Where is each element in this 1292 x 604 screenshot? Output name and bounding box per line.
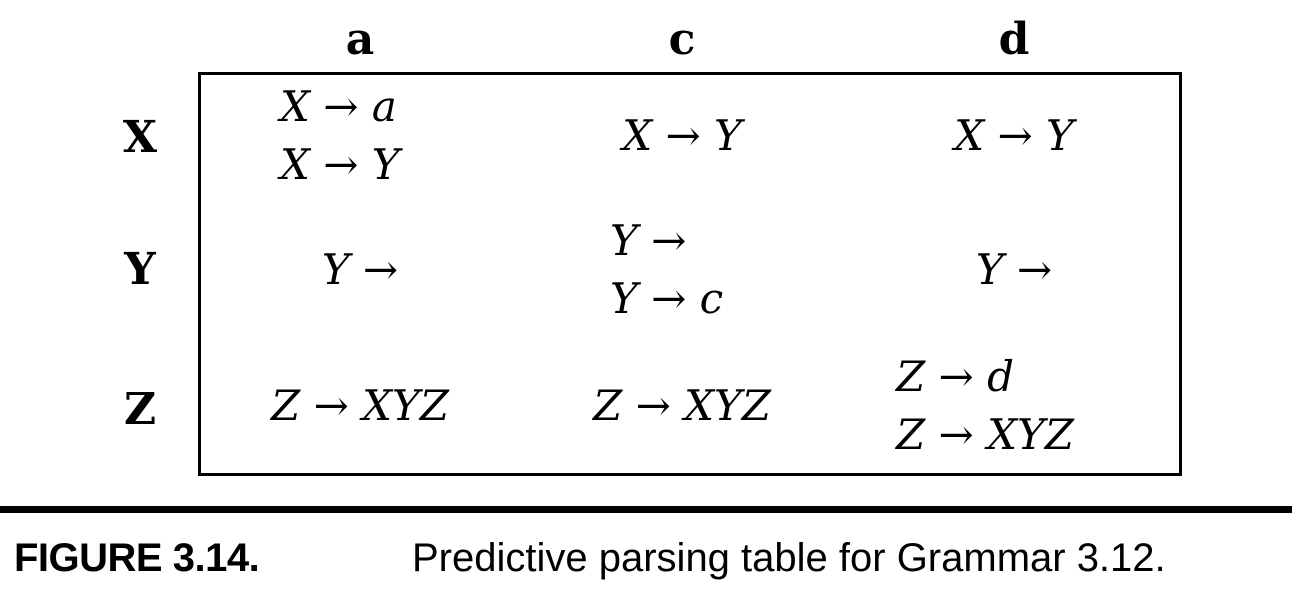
figure-caption: Predictive parsing table for Grammar 3.1… xyxy=(412,536,1166,580)
production-entry: X → Y xyxy=(622,111,742,160)
parsing-table-frame xyxy=(198,72,1182,476)
row-header-y: Y xyxy=(124,244,156,295)
table-cell-z-c: Z → XYZ xyxy=(542,346,822,466)
production-entry: Z → XYZ xyxy=(593,381,771,430)
column-header-a: a xyxy=(345,14,375,65)
production-entry: Y → c xyxy=(610,274,724,323)
table-cell-x-a: X → a X → Y xyxy=(280,78,400,194)
production-entry: Z → XYZ xyxy=(896,410,1074,459)
table-cell-z-a: Z → XYZ xyxy=(220,346,500,466)
production-entry: Z → XYZ xyxy=(271,381,449,430)
production-entry: Y → xyxy=(321,245,399,294)
production-entry: Z → d xyxy=(896,352,1014,401)
table-cell-x-d: X → Y xyxy=(892,78,1136,194)
table-cell-y-d: Y → xyxy=(892,210,1136,330)
production-entry: X → Y xyxy=(280,140,400,189)
column-header-d: d xyxy=(998,14,1030,65)
row-header-x: X xyxy=(122,112,158,163)
table-cell-x-c: X → Y xyxy=(560,78,804,194)
production-entry: X → Y xyxy=(954,111,1074,160)
column-header-c: c xyxy=(668,14,696,65)
table-cell-y-a: Y → xyxy=(240,210,480,330)
production-entry: Y → xyxy=(610,216,687,265)
production-entry: X → a xyxy=(280,82,397,131)
table-cell-y-c: Y → Y → c xyxy=(610,210,723,330)
row-header-z: Z xyxy=(123,384,157,435)
production-entry: Y → xyxy=(975,245,1053,294)
table-cell-z-d: Z → d Z → XYZ xyxy=(896,346,1074,466)
caption-rule xyxy=(0,506,1292,513)
figure-label: FIGURE 3.14. xyxy=(14,536,260,580)
